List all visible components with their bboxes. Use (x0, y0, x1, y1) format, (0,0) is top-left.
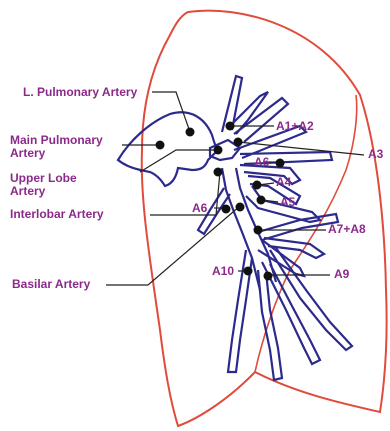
dot-a6-upper (276, 159, 285, 168)
label-a5: A5 (280, 196, 295, 209)
label-a7-a8: A7+A8 (328, 223, 366, 236)
a7-a8-vessel (258, 214, 338, 276)
dot-a1a2 (226, 122, 235, 131)
dot-a3 (234, 138, 243, 147)
dot-upper-lobe (214, 146, 223, 155)
dot-a7a8 (254, 226, 263, 235)
dot-a10 (244, 267, 253, 276)
label-a4: A4 (276, 176, 291, 189)
label-interlobar-artery: Interlobar Artery (10, 208, 104, 221)
dot-a6-left (222, 205, 231, 214)
label-a3: A3 (368, 148, 383, 161)
dot-basilar (236, 203, 245, 212)
label-a10: A10 (212, 265, 234, 278)
label-main-pulmonary-artery: Main Pulmonary Artery (10, 134, 122, 160)
label-a6-upper: A6 (254, 156, 269, 169)
dot-interlobar (214, 168, 223, 177)
dot-a4 (253, 181, 262, 190)
label-l-pulmonary-artery: L. Pulmonary Artery (23, 86, 137, 99)
dot-a9 (264, 272, 273, 281)
label-a1-a2: A1+A2 (276, 120, 314, 133)
main-pulmonary-artery-vessel (118, 112, 218, 186)
label-upper-lobe-artery: Upper Lobe Artery (10, 172, 90, 198)
label-a6-left: A6 (192, 202, 207, 215)
dot-l-pulmonary (186, 128, 195, 137)
lung-outline (142, 11, 387, 426)
label-a9: A9 (334, 268, 349, 281)
label-basilar-artery: Basilar Artery (12, 278, 90, 291)
basilar-lower-vessel (270, 248, 352, 350)
dot-main-pulmonary (156, 141, 165, 150)
dot-a5 (257, 196, 266, 205)
